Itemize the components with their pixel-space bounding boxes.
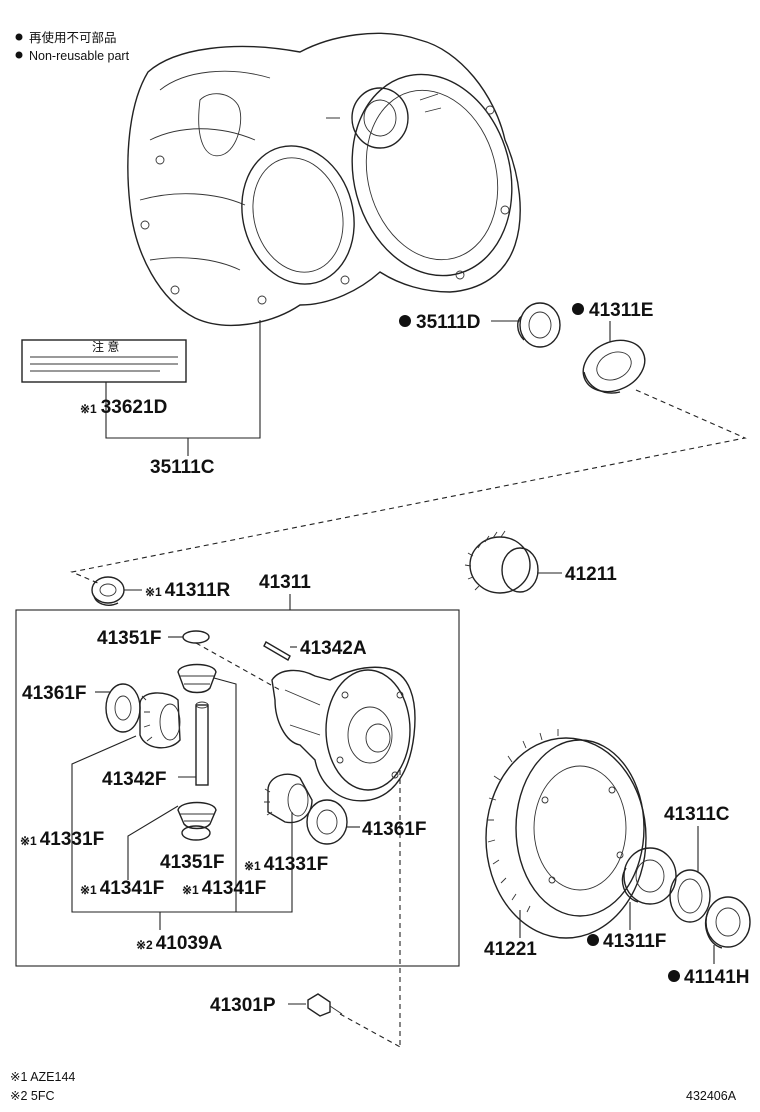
legend: 再使用不可部品 Non-reusable part <box>15 30 130 63</box>
pinion-shaft-41342F-drawing <box>195 704 209 786</box>
oil-seal-35111D-drawing <box>517 302 561 348</box>
washer-41361F-right-drawing <box>306 799 348 845</box>
washer-41361F-left-drawing <box>105 683 141 733</box>
bearing-41311F-drawing <box>621 847 677 905</box>
illustration-code: 432406A <box>686 1089 737 1103</box>
ring-gear-41221-drawing <box>485 729 647 939</box>
part-label-41361F-right: 41361F <box>362 819 426 840</box>
legend-en: Non-reusable part <box>29 49 130 63</box>
differential-case-drawing <box>271 666 416 802</box>
bearing-41311R-drawing <box>91 576 125 606</box>
part-label-41351F-bottom: 41351F <box>160 852 224 873</box>
part-label-35111D: 35111D <box>416 312 480 333</box>
pin-41342A-drawing <box>263 641 291 661</box>
side-gear-right-drawing <box>264 773 313 824</box>
part-label-41361F-left: 41361F <box>22 683 86 704</box>
part-label-41301P: 41301P <box>210 995 276 1016</box>
part-label-41311: 41311 <box>259 572 311 593</box>
part-label-41351F-top: 41351F <box>97 628 161 649</box>
side-gear-left-drawing <box>139 692 181 749</box>
footnote-1: ※1 AZE144 <box>10 1070 75 1084</box>
part-label-35111C: 35111C <box>150 457 215 478</box>
part-label-41141H: 41141H <box>684 967 750 988</box>
washer-41351F-bottom-drawing <box>181 825 211 841</box>
part-label-41311F: 41311F <box>603 931 666 952</box>
race-41141H-drawing <box>704 896 751 949</box>
gear-41211-drawing <box>464 530 539 594</box>
non-reusable-dot-icon <box>399 315 411 327</box>
non-reusable-dot-icon <box>668 970 680 982</box>
bearing-41311E-drawing <box>582 339 646 394</box>
legend-jp: 再使用不可部品 <box>29 30 117 45</box>
legend-dot-icon-2 <box>15 51 23 59</box>
part-label-41311E: 41311E <box>589 300 653 321</box>
legend-dot-icon <box>15 33 23 41</box>
leader-33621D <box>105 320 261 439</box>
shim-41311C-drawing <box>669 869 711 923</box>
washer-41351F-top-drawing <box>182 630 210 644</box>
pinion-gear-bottom-drawing <box>177 801 217 830</box>
non-reusable-dot-icon <box>572 303 584 315</box>
warning-label-drawing: 注 意 <box>21 339 187 383</box>
non-reusable-dot-icon <box>587 934 599 946</box>
warning-label-title: 注 意 <box>92 339 119 354</box>
differential-assembly-box <box>15 609 460 967</box>
bolt-41301P-drawing <box>307 993 343 1017</box>
footnote-2: ※2 5FC <box>10 1089 55 1103</box>
transaxle-housing-drawing <box>127 32 521 327</box>
part-label-41211: 41211 <box>565 564 617 585</box>
part-label-41311C: 41311C <box>664 804 730 825</box>
part-label-41342F: 41342F <box>102 769 166 790</box>
pinion-gear-top-drawing <box>177 663 217 694</box>
assembly-line-dashed <box>70 389 747 585</box>
part-label-41342A: 41342A <box>300 638 367 659</box>
part-label-41221: 41221 <box>484 939 537 960</box>
